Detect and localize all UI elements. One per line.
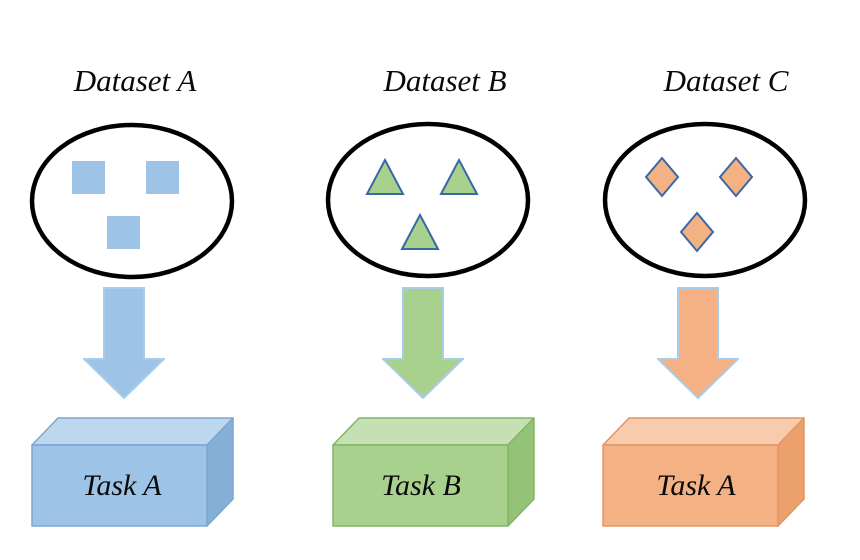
box-front-face xyxy=(602,444,779,527)
dataset-a-label: Dataset A xyxy=(73,63,197,98)
box-front-face xyxy=(332,444,509,527)
ellipse-outline xyxy=(325,121,531,279)
arrow-shape xyxy=(657,287,739,399)
box-front-face xyxy=(31,444,208,527)
dataset-a-ellipse xyxy=(29,122,235,280)
diamond-marker-icon xyxy=(718,156,754,198)
triangle-marker-icon xyxy=(365,157,405,195)
down-arrow-icon xyxy=(83,287,165,399)
arrow-shape xyxy=(382,287,464,399)
task-b-label: Task B xyxy=(381,469,461,502)
task-c-box xyxy=(602,417,805,527)
triangle-marker-icon xyxy=(400,212,440,250)
diamond-marker-icon xyxy=(644,156,680,198)
task-a-box xyxy=(31,417,234,527)
box-top-face xyxy=(31,417,234,446)
dataset-c-ellipse xyxy=(602,121,808,279)
down-arrow-icon xyxy=(657,287,739,399)
square-marker-icon xyxy=(146,161,179,194)
task-b-box xyxy=(332,417,535,527)
ellipse-outline xyxy=(29,122,235,280)
square-marker-icon xyxy=(72,161,105,194)
triangle-marker-icon xyxy=(439,157,479,195)
task-a-label: Task A xyxy=(82,469,162,502)
square-marker-icon xyxy=(107,216,140,249)
arrow-shape xyxy=(83,287,165,399)
dataset-c-label: Dataset C xyxy=(663,63,789,98)
dataset-b-ellipse xyxy=(325,121,531,279)
diamond-marker-icon xyxy=(679,211,715,253)
box-top-face xyxy=(332,417,535,446)
task-c-label: Task A xyxy=(656,469,736,502)
down-arrow-icon xyxy=(382,287,464,399)
dataset-b-label: Dataset B xyxy=(383,63,507,98)
box-top-face xyxy=(602,417,805,446)
ellipse-outline xyxy=(602,121,808,279)
